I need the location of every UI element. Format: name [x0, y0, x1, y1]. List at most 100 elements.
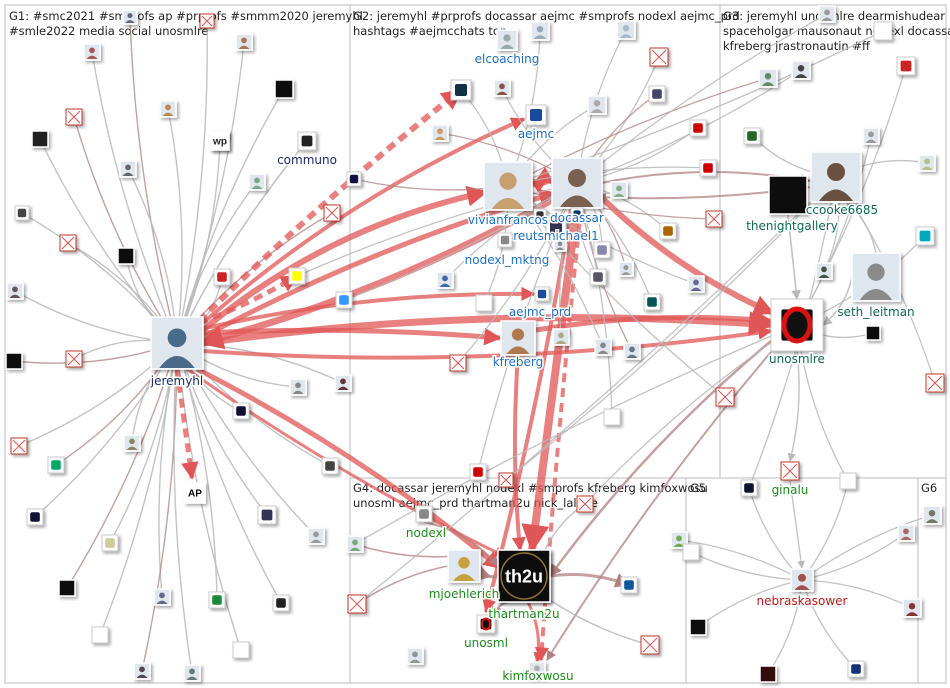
- node-account[interactable]: [839, 472, 857, 490]
- node-account[interactable]: [272, 594, 290, 612]
- node-account[interactable]: [83, 43, 101, 61]
- node-account[interactable]: [232, 402, 250, 420]
- node-account[interactable]: [65, 350, 83, 368]
- node-account[interactable]: [498, 472, 514, 488]
- node-account[interactable]: [431, 124, 449, 142]
- node-account[interactable]: [896, 56, 916, 76]
- node-account[interactable]: [759, 665, 777, 683]
- node-account[interactable]: [530, 21, 550, 41]
- node-account[interactable]: [59, 234, 77, 252]
- node-account[interactable]: [493, 79, 511, 97]
- node-account[interactable]: [618, 261, 634, 277]
- node-account[interactable]: [922, 505, 942, 525]
- node-account[interactable]: [274, 79, 294, 99]
- node-account[interactable]: [570, 207, 584, 221]
- node-account[interactable]: [603, 408, 621, 426]
- node-ccooke6685[interactable]: [810, 151, 862, 203]
- node-account[interactable]: [705, 210, 723, 228]
- node-account[interactable]: [616, 20, 636, 40]
- node-seth-leitman[interactable]: [851, 252, 901, 302]
- node-account[interactable]: [183, 664, 201, 682]
- node-account[interactable]: [847, 660, 865, 678]
- node-account[interactable]: [815, 262, 833, 280]
- node-account[interactable]: [897, 524, 915, 542]
- node-account[interactable]: [699, 159, 717, 177]
- node-nebraskasower[interactable]: [790, 568, 814, 592]
- node-account[interactable]: [873, 21, 893, 41]
- node-account[interactable]: [208, 591, 226, 609]
- node-account[interactable]: [552, 328, 570, 346]
- node-ginalu[interactable]: [780, 461, 800, 481]
- node-account[interactable]: [133, 662, 151, 680]
- node-account[interactable]: [449, 354, 467, 372]
- node-account[interactable]: [321, 457, 339, 475]
- node-reutsmichael1[interactable]: [545, 217, 567, 239]
- node-account[interactable]: [346, 171, 362, 187]
- node-jeremyhl[interactable]: [150, 316, 204, 370]
- node-elcoaching[interactable]: [496, 29, 518, 51]
- node-account[interactable]: [689, 119, 707, 137]
- node-account[interactable]: [594, 338, 612, 356]
- node-account[interactable]: [91, 626, 109, 644]
- node-account[interactable]: [743, 127, 761, 145]
- node-account[interactable]: [682, 543, 700, 561]
- node-account[interactable]: [436, 271, 454, 289]
- node-account[interactable]: [915, 226, 935, 246]
- node-account[interactable]: [14, 205, 30, 221]
- node-account[interactable]: [10, 437, 28, 455]
- node-account[interactable]: [450, 79, 472, 101]
- node-account[interactable]: [153, 588, 171, 606]
- node-account[interactable]: [758, 68, 778, 88]
- node-account[interactable]: [648, 85, 666, 103]
- node-aejmc-prd[interactable]: [534, 286, 550, 302]
- node-account[interactable]: [649, 47, 669, 67]
- node-account[interactable]: [553, 238, 567, 252]
- node-account[interactable]: [117, 247, 135, 265]
- node-account[interactable]: [257, 505, 277, 525]
- node-account[interactable]: [623, 342, 641, 360]
- node-account[interactable]: [475, 294, 493, 312]
- node-account[interactable]: [288, 267, 306, 285]
- node-kimfoxwosu[interactable]: [528, 661, 546, 679]
- node-account[interactable]: [26, 508, 44, 526]
- node-account[interactable]: [791, 60, 811, 80]
- node-th2u-logo[interactable]: th2u: [497, 549, 551, 603]
- node-account[interactable]: [335, 291, 353, 309]
- node-account[interactable]: [347, 594, 367, 614]
- node-account[interactable]: [687, 275, 705, 293]
- node-account[interactable]: [346, 535, 364, 553]
- node-account[interactable]: [902, 598, 922, 618]
- node-kfreberg[interactable]: [500, 320, 536, 356]
- node-account[interactable]: [289, 378, 307, 396]
- node-account[interactable]: [307, 527, 325, 545]
- node-account[interactable]: [31, 130, 49, 148]
- node-account[interactable]: [123, 434, 141, 452]
- node-account[interactable]: [620, 576, 638, 594]
- node-communo[interactable]: [297, 131, 317, 151]
- node-account[interactable]: [818, 5, 836, 23]
- node-account[interactable]: [865, 325, 881, 341]
- node-account[interactable]: [533, 208, 547, 222]
- node-account[interactable]: [248, 173, 266, 191]
- node-account[interactable]: [159, 100, 177, 118]
- node-account[interactable]: [5, 352, 23, 370]
- node-vivianfrancos[interactable]: [483, 161, 533, 211]
- node-mjoehlerich[interactable]: [447, 549, 481, 583]
- node-ap[interactable]: AP: [184, 482, 206, 504]
- node-account[interactable]: [862, 127, 880, 145]
- node-nodexl[interactable]: [415, 505, 433, 523]
- node-account[interactable]: [925, 373, 945, 393]
- node-account[interactable]: [740, 479, 758, 497]
- node-account[interactable]: [323, 204, 341, 222]
- node-account[interactable]: [659, 222, 677, 240]
- node-account[interactable]: [232, 641, 250, 659]
- node-account[interactable]: [334, 374, 352, 392]
- node-account[interactable]: [101, 534, 119, 552]
- node-account[interactable]: [122, 9, 138, 25]
- node-account[interactable]: [593, 241, 611, 259]
- node-thenightgallery[interactable]: [768, 175, 808, 215]
- node-nodexl-mktng[interactable]: [497, 232, 513, 248]
- node-account[interactable]: [235, 33, 253, 51]
- node-aejmc[interactable]: [525, 104, 547, 126]
- node-account[interactable]: [469, 463, 487, 481]
